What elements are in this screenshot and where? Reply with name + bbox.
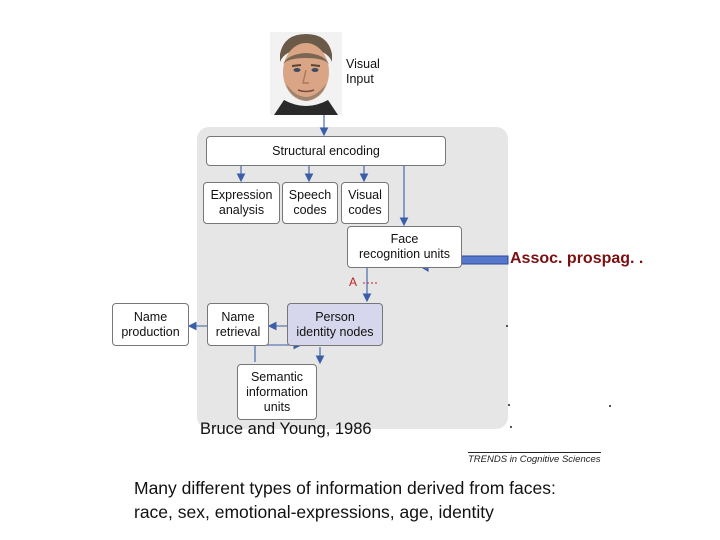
face-photo	[270, 32, 342, 115]
stray-dot	[510, 426, 512, 428]
caption-line-2: race, sex, emotional-expressions, age, i…	[134, 502, 494, 522]
face-recognition-units-box: Face recognition units	[347, 226, 462, 268]
name-production-box: Name production	[112, 303, 189, 346]
citation: Bruce and Young, 1986	[200, 420, 372, 438]
visual-codes-box: Visual codes	[341, 182, 389, 224]
name-retrieval-box: Name retrieval	[207, 303, 269, 346]
structural-encoding-box: Structural encoding	[206, 136, 446, 166]
journal-credit: TRENDS in Cognitive Sciences	[468, 452, 601, 465]
stray-dot	[609, 405, 611, 407]
a-marker: A	[349, 275, 358, 289]
stray-dot	[508, 404, 510, 406]
semantic-information-units-box: Semantic information units	[237, 364, 317, 420]
visual-input-label: Visual Input	[346, 57, 380, 86]
expression-analysis-box: Expression analysis	[203, 182, 280, 224]
speech-codes-box: Speech codes	[282, 182, 338, 224]
assoc-prospag-label: Assoc. prospag. .	[510, 250, 644, 267]
person-identity-nodes-box: Person identity nodes	[287, 303, 383, 346]
caption-line-1: Many different types of information deri…	[134, 478, 556, 498]
caption: Many different types of information deri…	[134, 476, 556, 524]
stray-dot	[506, 325, 508, 327]
